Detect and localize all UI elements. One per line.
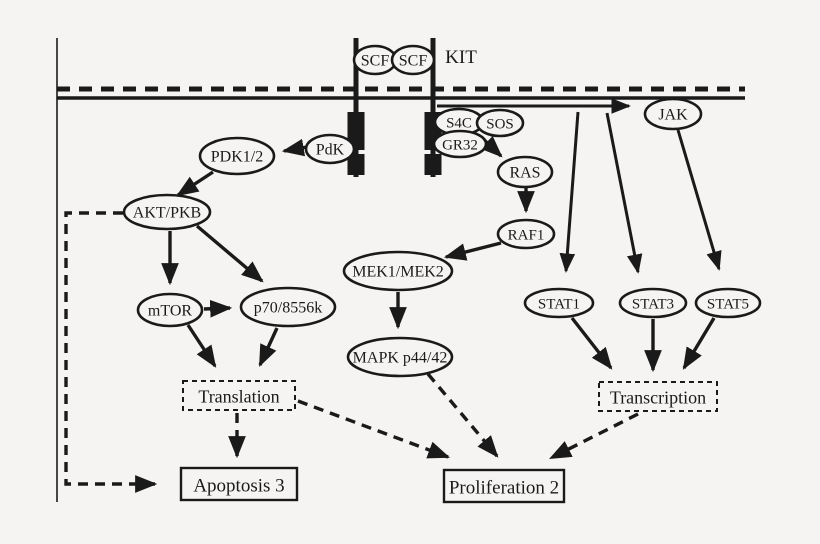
kinase-domain-right-lower bbox=[424, 154, 442, 175]
mtor-ellipse bbox=[136, 292, 204, 328]
arrow-membrane-to-stat1 bbox=[559, 111, 580, 273]
gr32-label: GR32 bbox=[442, 137, 478, 153]
sos-label: SOS bbox=[486, 116, 514, 132]
gr32-ellipse bbox=[432, 129, 488, 159]
arrow-mapk-to-proliferation bbox=[426, 372, 499, 458]
ras-label: RAS bbox=[509, 165, 540, 182]
translation-box: Translation bbox=[182, 380, 296, 411]
arrow-stat1-to-transcription bbox=[570, 316, 613, 370]
signal-arrows bbox=[161, 98, 722, 373]
pdk12-ellipse bbox=[198, 136, 276, 176]
arrow-membrane-to-stat3 bbox=[605, 112, 643, 274]
raf1-label: RAF1 bbox=[508, 227, 545, 243]
kit-receptor bbox=[347, 38, 442, 177]
arrow-pdk-to-pdk12 bbox=[281, 138, 308, 157]
arrow-pdk12-to-akt bbox=[176, 170, 214, 197]
node-ras: RAS bbox=[496, 155, 554, 189]
node-sos: SOS bbox=[475, 108, 525, 138]
jak-ellipse bbox=[643, 97, 703, 131]
arrow-jak-to-stat5 bbox=[676, 129, 722, 271]
translation-rect bbox=[182, 380, 296, 411]
node-scf2: SCF bbox=[390, 44, 436, 76]
p70-label: p70/8556k bbox=[254, 300, 322, 317]
kinase-domain-left-lower bbox=[347, 154, 365, 175]
node-raf1: RAF1 bbox=[496, 218, 556, 250]
node-scf1: SCF bbox=[352, 44, 398, 76]
arrow-raf1-to-mek bbox=[443, 241, 502, 261]
pdk12-label: PDK1/2 bbox=[211, 149, 263, 166]
node-mapk: MAPK p44/42 bbox=[346, 336, 454, 378]
arrow-stat5-to-transcription bbox=[682, 317, 716, 370]
node-mtor: mTOR bbox=[136, 292, 204, 328]
node-s4c: S4C bbox=[433, 107, 485, 137]
kit-receptor-label: KIT bbox=[445, 47, 477, 68]
node-stat3: STAT3 bbox=[618, 287, 688, 319]
stat3-label: STAT3 bbox=[632, 296, 674, 312]
node-stat1: STAT1 bbox=[523, 287, 595, 319]
scf2-ellipse bbox=[390, 44, 436, 76]
ras-ellipse bbox=[496, 155, 554, 189]
proliferation-box: Proliferation 2 bbox=[442, 468, 566, 504]
raf1-ellipse bbox=[496, 218, 556, 250]
arrow-mtor-to-p70 bbox=[203, 299, 233, 318]
stat3-ellipse bbox=[618, 287, 688, 319]
arrow-p70-to-translation bbox=[258, 327, 279, 368]
sos-ellipse bbox=[475, 108, 525, 138]
pdk-label: PdK bbox=[316, 142, 345, 159]
node-pdk12: PDK1/2 bbox=[198, 136, 276, 176]
apoptosis-box: Apoptosis 3 bbox=[179, 466, 299, 502]
mtor-label: mTOR bbox=[148, 303, 192, 320]
arrow-akt-to-p70 bbox=[195, 224, 264, 283]
scf2-label: SCF bbox=[399, 53, 428, 70]
s4c-label: S4C bbox=[446, 115, 472, 131]
scf1-label: SCF bbox=[361, 53, 390, 70]
apoptosis-rect bbox=[179, 466, 299, 502]
jak-label: JAK bbox=[658, 107, 688, 124]
akt-ellipse bbox=[122, 193, 212, 231]
apoptosis-label: Apoptosis 3 bbox=[193, 476, 284, 497]
node-pdk: PdK bbox=[304, 133, 356, 165]
akt-label: AKT/PKB bbox=[133, 205, 201, 222]
arrow-akt-feedback-to-apoptosis bbox=[64, 211, 158, 493]
mek-label: MEK1/MEK2 bbox=[352, 264, 444, 281]
pdk-ellipse bbox=[304, 133, 356, 165]
mapk-label: MAPK p44/42 bbox=[353, 350, 448, 367]
proliferation-rect bbox=[442, 468, 566, 504]
transcription-label: Transcription bbox=[610, 387, 706, 407]
arrow-translation-to-proliferation bbox=[297, 399, 451, 459]
stat1-label: STAT1 bbox=[538, 296, 580, 312]
p70-ellipse bbox=[239, 286, 337, 328]
node-mek: MEK1/MEK2 bbox=[342, 250, 454, 292]
arrow-transcription-to-proliferation bbox=[549, 412, 639, 460]
arrow-mtor-to-translation bbox=[186, 324, 217, 368]
stat1-ellipse bbox=[523, 287, 595, 319]
dashed-effect-arrows bbox=[64, 211, 639, 493]
node-akt: AKT/PKB bbox=[122, 193, 212, 231]
node-jak: JAK bbox=[643, 97, 703, 131]
node-p70: p70/8556k bbox=[239, 286, 337, 328]
transcription-box: Transcription bbox=[598, 381, 718, 412]
proliferation-label: Proliferation 2 bbox=[449, 478, 559, 499]
transcription-rect bbox=[598, 381, 718, 412]
translation-label: Translation bbox=[198, 386, 279, 406]
kinase-domain-left-upper bbox=[347, 112, 365, 150]
mek-ellipse bbox=[342, 250, 454, 292]
mapk-ellipse bbox=[346, 336, 454, 378]
node-gr32: GR32 bbox=[432, 129, 488, 159]
node-stat5: STAT5 bbox=[694, 287, 762, 319]
stat5-ellipse bbox=[694, 287, 762, 319]
stat5-label: STAT5 bbox=[707, 296, 749, 312]
